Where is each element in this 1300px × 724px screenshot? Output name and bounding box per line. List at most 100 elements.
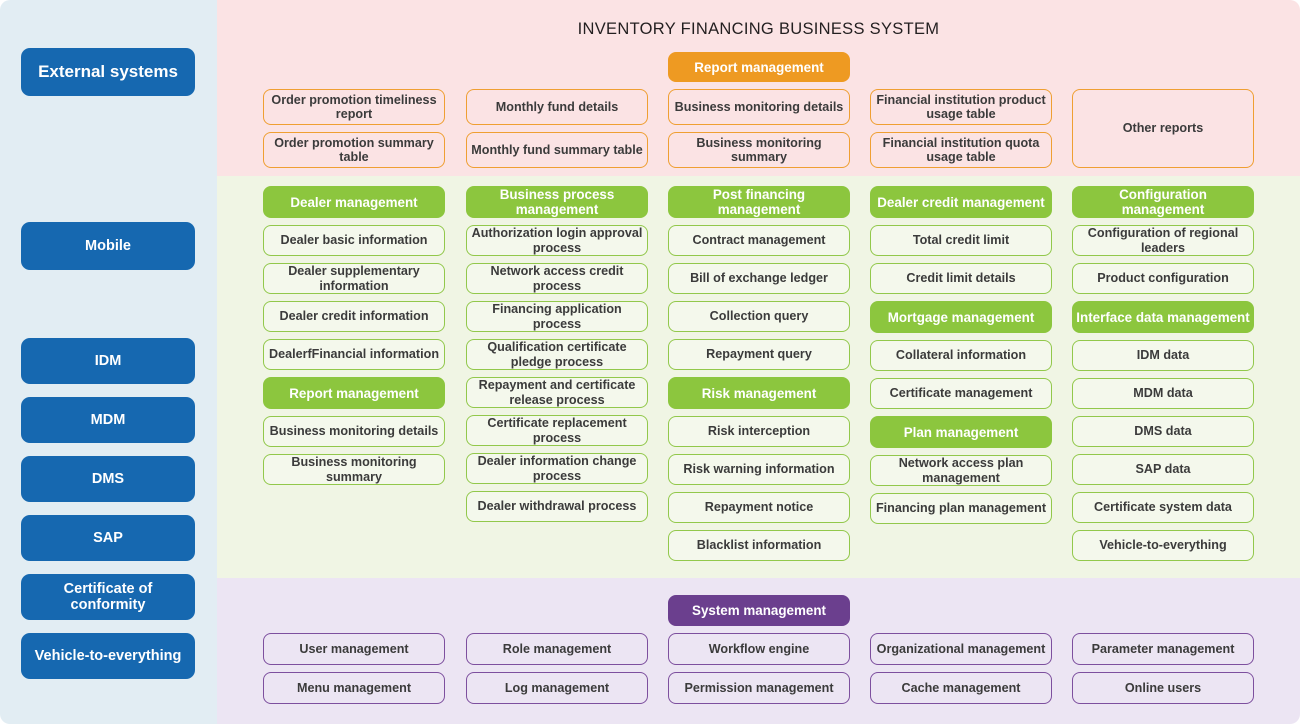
node-business-monitoring-summary[interactable]: Business monitoring summary — [668, 132, 850, 168]
node-vehicle-to-everything[interactable]: Vehicle-to-everything — [1072, 530, 1254, 561]
node-order-promotion-summary-table[interactable]: Order promotion summary table — [263, 132, 445, 168]
node-blacklist-information[interactable]: Blacklist information — [668, 530, 850, 561]
node-risk-warning-information[interactable]: Risk warning information — [668, 454, 850, 485]
group-header-report-management[interactable]: Report management — [263, 377, 445, 409]
node-label: Product configuration — [1097, 271, 1229, 286]
node-dealer-information-change-process[interactable]: Dealer information change process — [466, 453, 648, 484]
group-header-label: Report management — [289, 385, 419, 401]
group-header-label: Report management — [694, 59, 824, 75]
node-order-promotion-timeliness-report[interactable]: Order promotion timeliness report — [263, 89, 445, 125]
group-header-interface-data-management[interactable]: Interface data management — [1072, 301, 1254, 333]
node-sap-data[interactable]: SAP data — [1072, 454, 1254, 485]
node-financial-institution-product-usage-table[interactable]: Financial institution product usage tabl… — [870, 89, 1052, 125]
node-label: Workflow engine — [708, 641, 810, 656]
node-dealer-withdrawal-process[interactable]: Dealer withdrawal process — [466, 491, 648, 522]
group-header-plan-management[interactable]: Plan management — [870, 416, 1052, 448]
node-label: Financial institution product usage tabl… — [876, 92, 1046, 121]
group-header-report-management[interactable]: Report management — [668, 52, 850, 82]
node-network-access-credit-process[interactable]: Network access credit process — [466, 263, 648, 294]
node-business-monitoring-summary[interactable]: Business monitoring summary — [263, 454, 445, 485]
node-user-management[interactable]: User management — [263, 633, 445, 665]
node-authorization-login-approval-process[interactable]: Authorization login approval process — [466, 225, 648, 256]
sidebar-item-mobile[interactable]: Mobile — [21, 222, 195, 270]
sidebar-item-dms[interactable]: DMS — [21, 456, 195, 502]
group-header-mortgage-management[interactable]: Mortgage management — [870, 301, 1052, 333]
node-parameter-management[interactable]: Parameter management — [1072, 633, 1254, 665]
node-label: Menu management — [296, 680, 412, 695]
node-label: Dealer supplementary information — [288, 264, 420, 293]
node-repayment-and-certificate-release-process[interactable]: Repayment and certificate release proces… — [466, 377, 648, 408]
group-header-risk-management[interactable]: Risk management — [668, 377, 850, 409]
node-collection-query[interactable]: Collection query — [668, 301, 850, 332]
node-collateral-information[interactable]: Collateral information — [870, 340, 1052, 371]
node-idm-data[interactable]: IDM data — [1072, 340, 1254, 371]
node-certificate-management[interactable]: Certificate management — [870, 378, 1052, 409]
sidebar-item-vehicle-to-everything[interactable]: Vehicle-to-everything — [21, 633, 195, 679]
node-label: Role management — [502, 641, 612, 656]
node-financing-plan-management[interactable]: Financing plan management — [870, 493, 1052, 524]
node-business-monitoring-details[interactable]: Business monitoring details — [668, 89, 850, 125]
group-header-dealer-credit-management[interactable]: Dealer credit management — [870, 186, 1052, 218]
node-repayment-notice[interactable]: Repayment notice — [668, 492, 850, 523]
node-dealer-credit-information[interactable]: Dealer credit information — [263, 301, 445, 332]
node-cache-management[interactable]: Cache management — [870, 672, 1052, 704]
page-title: INVENTORY FINANCING BUSINESS SYSTEM — [577, 20, 940, 38]
group-header-dealer-management[interactable]: Dealer management — [263, 186, 445, 218]
node-configuration-of-regional-leaders[interactable]: Configuration of regional leaders — [1072, 225, 1254, 256]
node-contract-management[interactable]: Contract management — [668, 225, 850, 256]
node-label: Log management — [504, 680, 610, 695]
node-risk-interception[interactable]: Risk interception — [668, 416, 850, 447]
node-repayment-query[interactable]: Repayment query — [668, 339, 850, 370]
node-financing-application-process[interactable]: Financing application process — [466, 301, 648, 332]
sidebar-item-label: External systems — [38, 62, 178, 81]
node-monthly-fund-summary-table[interactable]: Monthly fund summary table — [466, 132, 648, 168]
node-network-access-plan-management[interactable]: Network access plan management — [870, 455, 1052, 486]
node-other-reports[interactable]: Other reports — [1072, 89, 1254, 168]
node-label: Organizational management — [876, 641, 1046, 656]
sidebar-item-certificate-of-conformity[interactable]: Certificate of conformity — [21, 574, 195, 620]
sidebar-item-sap[interactable]: SAP — [21, 515, 195, 561]
node-label: Authorization login approval process — [471, 226, 643, 255]
group-header-system-management[interactable]: System management — [668, 595, 850, 626]
node-label: MDM data — [1133, 386, 1193, 401]
node-mdm-data[interactable]: MDM data — [1072, 378, 1254, 409]
node-monthly-fund-details[interactable]: Monthly fund details — [466, 89, 648, 125]
node-credit-limit-details[interactable]: Credit limit details — [870, 263, 1052, 294]
node-dealerffinancial-information[interactable]: DealerfFinancial information — [263, 339, 445, 370]
group-header-configuration-management[interactable]: Configuration management — [1072, 186, 1254, 218]
node-bill-of-exchange-ledger[interactable]: Bill of exchange ledger — [668, 263, 850, 294]
node-log-management[interactable]: Log management — [466, 672, 648, 704]
node-menu-management[interactable]: Menu management — [263, 672, 445, 704]
node-certificate-replacement-process[interactable]: Certificate replacement process — [466, 415, 648, 446]
sidebar-item-label: DMS — [91, 471, 125, 487]
node-dms-data[interactable]: DMS data — [1072, 416, 1254, 447]
node-organizational-management[interactable]: Organizational management — [870, 633, 1052, 665]
group-header-label: Interface data management — [1076, 309, 1250, 325]
sidebar-item-mdm[interactable]: MDM — [21, 397, 195, 443]
sidebar-item-idm[interactable]: IDM — [21, 338, 195, 384]
node-label: User management — [299, 641, 409, 656]
sidebar-item-label: Mobile — [85, 238, 131, 254]
node-total-credit-limit[interactable]: Total credit limit — [870, 225, 1052, 256]
node-label: Business monitoring summary — [291, 455, 417, 484]
node-product-configuration[interactable]: Product configuration — [1072, 263, 1254, 294]
node-qualification-certificate-pledge-process[interactable]: Qualification certificate pledge process — [466, 339, 648, 370]
sidebar-item-label: Certificate of conformity — [63, 581, 153, 613]
node-label: Financing application process — [492, 302, 622, 331]
group-header-business-process-management[interactable]: Business process management — [466, 186, 648, 218]
node-dealer-basic-information[interactable]: Dealer basic information — [263, 225, 445, 256]
node-label: Dealer withdrawal process — [477, 499, 637, 514]
node-label: Collection query — [709, 309, 809, 324]
node-financial-institution-quota-usage-table[interactable]: Financial institution quota usage table — [870, 132, 1052, 168]
sidebar-item-external-systems[interactable]: External systems — [21, 48, 195, 96]
node-permission-management[interactable]: Permission management — [668, 672, 850, 704]
node-online-users[interactable]: Online users — [1072, 672, 1254, 704]
group-header-post-financing-management[interactable]: Post financing management — [668, 186, 850, 218]
node-certificate-system-data[interactable]: Certificate system data — [1072, 492, 1254, 523]
node-label: Order promotion timeliness report — [271, 92, 437, 121]
node-role-management[interactable]: Role management — [466, 633, 648, 665]
node-workflow-engine[interactable]: Workflow engine — [668, 633, 850, 665]
node-business-monitoring-details[interactable]: Business monitoring details — [263, 416, 445, 447]
node-label: Business monitoring details — [674, 99, 844, 114]
node-dealer-supplementary-information[interactable]: Dealer supplementary information — [263, 263, 445, 294]
